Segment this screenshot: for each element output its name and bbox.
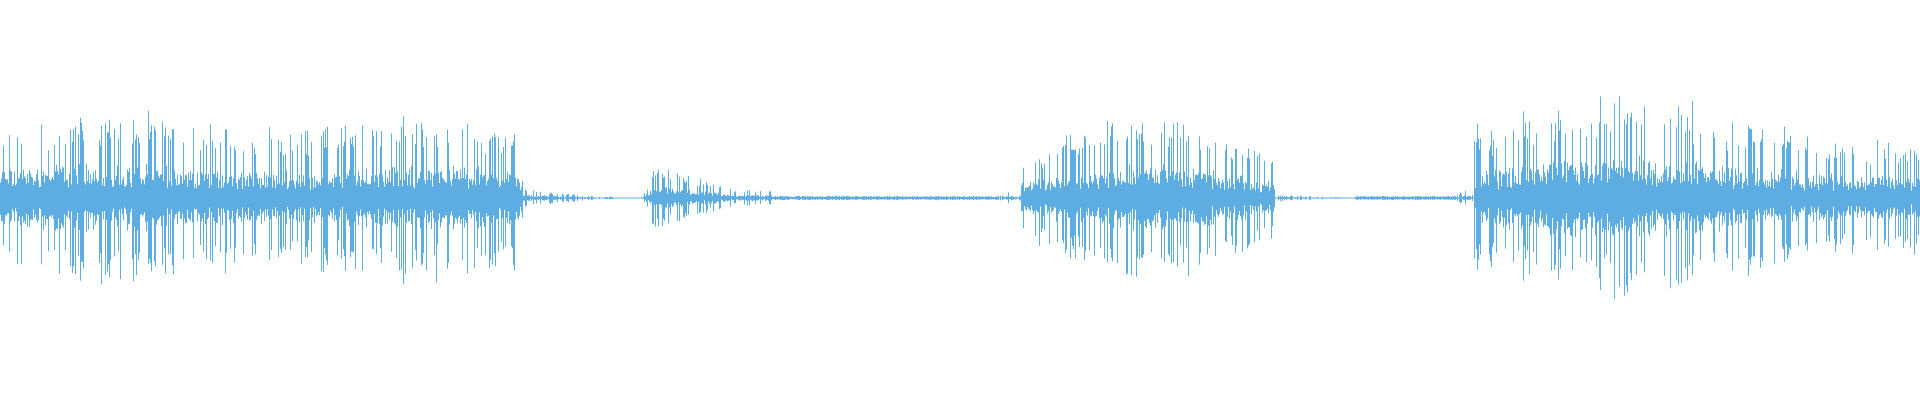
waveform-canvas bbox=[0, 96, 1920, 300]
audio-waveform bbox=[0, 96, 1920, 300]
